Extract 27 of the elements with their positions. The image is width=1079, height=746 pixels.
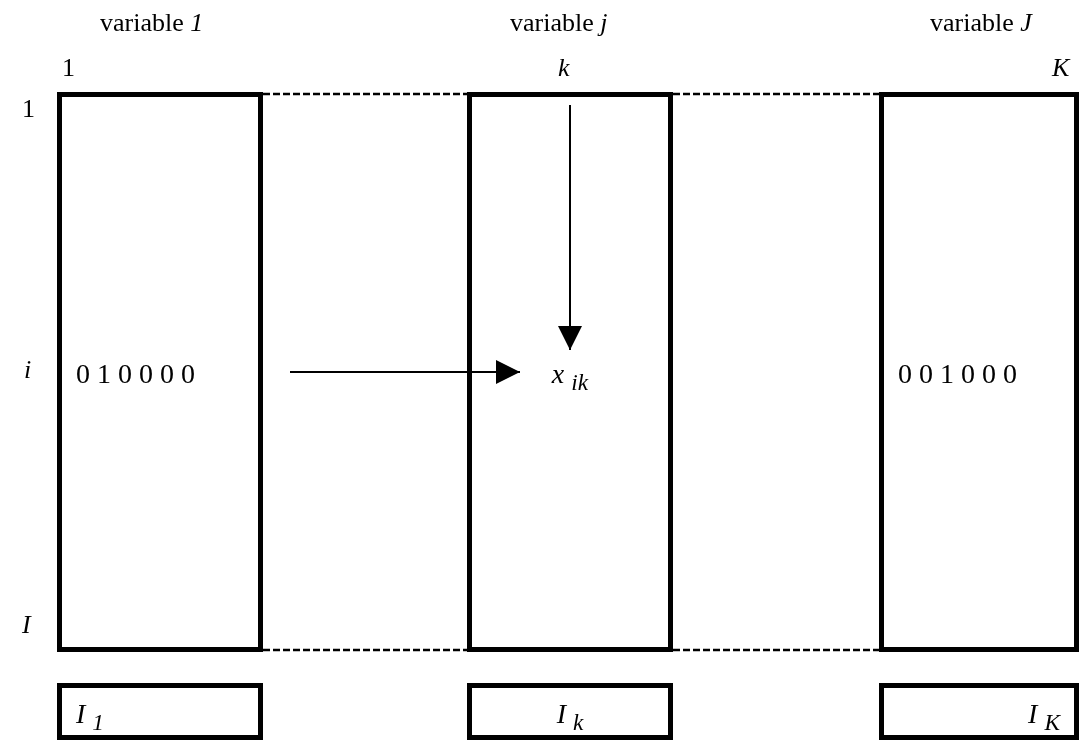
row-values: 0 0 1 0 0 0	[898, 360, 1017, 388]
row-index: I	[22, 612, 31, 638]
column-heading: variable 1	[100, 10, 204, 36]
column-heading: variable j	[510, 10, 608, 36]
column-index: K	[1052, 55, 1070, 81]
row-index: i	[24, 357, 32, 383]
symbol-text: I $_{K}$	[1028, 700, 1060, 734]
column-heading: variable J	[930, 10, 1032, 36]
row-values: 0 1 0 0 0 0	[76, 360, 195, 388]
total-box	[57, 683, 263, 740]
matrix-block	[879, 92, 1079, 652]
total-box	[879, 683, 1079, 740]
total-box	[467, 683, 673, 740]
matrix-block	[57, 92, 263, 652]
row-index: 1	[22, 96, 35, 122]
dashed-line	[263, 92, 467, 96]
symbol-text: I $_{1}$	[76, 700, 104, 734]
dashed-line	[673, 92, 879, 96]
arrow	[558, 104, 582, 351]
column-index: k	[558, 55, 570, 81]
dashed-line	[673, 648, 879, 652]
symbol-text: x $_{ik}$	[551, 360, 589, 394]
symbol-text: I $_{k}$	[556, 700, 584, 734]
dashed-line	[263, 648, 467, 652]
arrow	[289, 360, 521, 384]
matrix-block	[467, 92, 673, 652]
column-index: 1	[62, 55, 75, 81]
